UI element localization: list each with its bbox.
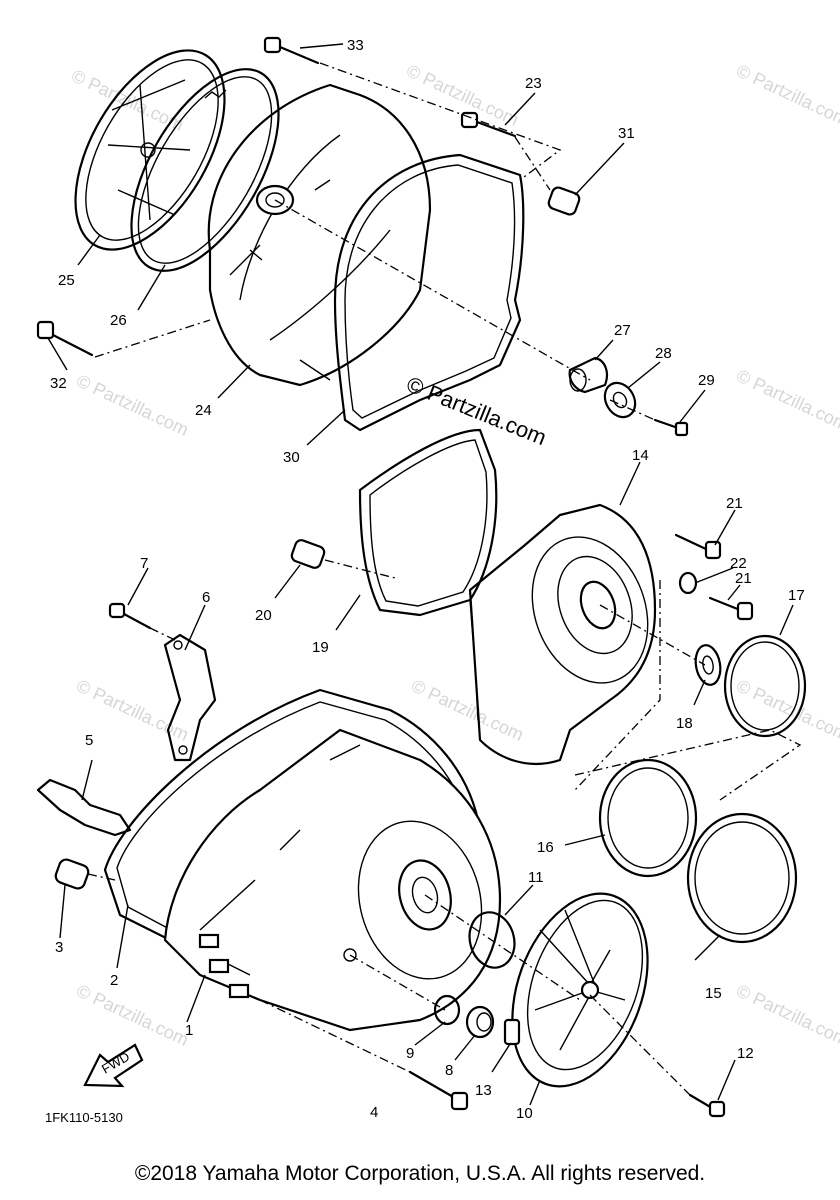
part-32-bolt [36,320,94,357]
part-1-crankcase-cover [163,728,502,1032]
callout-27: 27 [614,322,631,339]
callout-17: 17 [788,587,805,604]
callout-numbers: 1 2 3 4 5 6 7 8 9 10 11 12 13 14 15 16 1… [50,37,805,1122]
callout-6: 6 [202,589,210,606]
part-6-bracket [163,633,217,762]
callout-32: 32 [50,375,67,392]
watermark: © Partzilla.com [73,370,191,439]
callout-15: 15 [705,985,722,1002]
callout-3: 3 [55,939,63,956]
part-24-crankcase-cover [207,83,432,387]
callout-20: 20 [255,607,272,624]
part-16-ring [598,758,698,878]
callout-29: 29 [698,372,715,389]
callout-12: 12 [737,1045,754,1062]
callout-30: 30 [283,449,300,466]
callout-8: 8 [445,1062,453,1079]
part-31-dowel [547,186,581,216]
callout-31: 31 [618,125,635,142]
callout-24: 24 [195,402,212,419]
callout-21b: 21 [735,570,752,587]
part-26-gasket [130,68,280,272]
callout-10: 10 [516,1105,533,1122]
callout-2: 2 [110,972,118,989]
callout-16: 16 [537,839,554,856]
callout-21a: 21 [726,495,743,512]
part-22-o-ring [678,571,698,595]
callout-22: 22 [730,555,747,572]
part-28-washer [603,381,637,419]
watermark: © Partzilla.com [733,365,840,434]
part-29-bolt [653,418,689,437]
callout-13: 13 [475,1082,492,1099]
callout-11: 11 [528,869,544,886]
part-4-bolt [408,1070,469,1111]
part-3-dowel [54,858,90,890]
part-11-o-ring [468,911,516,969]
part-17-snap-ring [723,634,807,738]
part-5-clamp [36,778,132,837]
part-15-cap [686,812,798,944]
part-13-spacer [503,1018,521,1046]
part-18-seal [694,644,722,686]
part-25-cover [74,49,226,251]
alignment-lines [87,62,802,1096]
leader-lines [47,43,794,1106]
part-8-plug [465,1005,495,1039]
copyright-notice: ©2018 Yamaha Motor Corporation, U.S.A. A… [134,1162,706,1185]
callout-26: 26 [110,312,127,329]
watermark: © Partzilla.com [733,60,840,129]
part-10-cover [511,892,649,1088]
fwd-arrow-icon: FWD [83,1043,144,1088]
callout-14: 14 [632,447,649,464]
part-20-dowel [290,539,326,569]
callout-4: 4 [370,1104,378,1121]
callout-9: 9 [406,1045,414,1062]
figure-code: 1FK110-5130 [45,1110,123,1125]
part-14-cover [468,503,657,765]
part-19-gasket [358,428,498,617]
callout-25: 25 [58,272,75,289]
part-30-gasket [333,153,525,432]
callout-33: 33 [347,37,364,54]
watermark: © Partzilla.com [73,980,191,1049]
part-9-o-ring [433,994,461,1026]
callout-5: 5 [85,732,93,749]
part-27-bushing [568,356,609,394]
callout-18: 18 [676,715,693,732]
part-21-bolt-lower [708,596,754,621]
callout-1: 1 [185,1022,193,1039]
part-12-bolt [688,1093,726,1118]
callout-23: 23 [525,75,542,92]
part-7-bolt [108,602,152,630]
callout-7: 7 [140,555,148,572]
callout-19: 19 [312,639,329,656]
watermark: © Partzilla.com [733,980,840,1049]
part-21-bolt-upper [674,533,722,560]
callout-28: 28 [655,345,672,362]
part-33-bolt [263,36,320,65]
watermark-main: © Partzilla.com [403,371,550,450]
